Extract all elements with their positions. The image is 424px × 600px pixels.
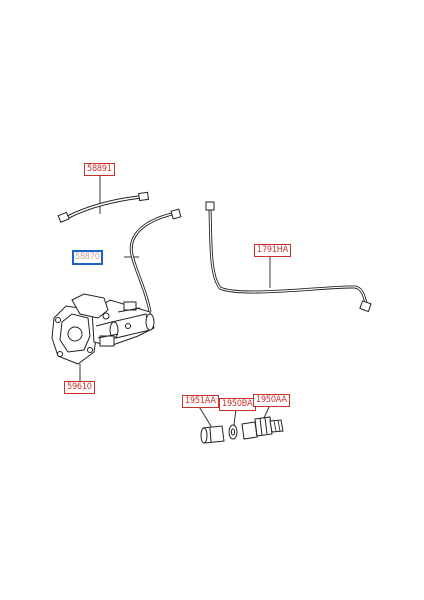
washer-1950BA[interactable] (228, 424, 238, 440)
part-label-58870[interactable]: 58870 (72, 250, 103, 265)
part-label-1951AA[interactable]: 1951AA (182, 395, 219, 408)
clutch-cylinder-59610[interactable] (51, 293, 155, 365)
bolt-1950AA[interactable] (241, 416, 284, 440)
part-label-1791HA[interactable]: 1791HA (254, 244, 292, 257)
part-label-1950BA[interactable]: 1950BA (219, 398, 256, 411)
sleeve-1951AA[interactable] (200, 425, 225, 444)
part-label-1950AA[interactable]: 1950AA (253, 394, 290, 407)
hose-58891[interactable] (57, 191, 150, 223)
tube-1791HA[interactable] (205, 201, 372, 313)
leader-lines (79, 175, 271, 432)
part-label-59610[interactable]: 59610 (64, 381, 95, 394)
pipe-58870[interactable] (129, 208, 182, 313)
part-label-58891[interactable]: 58891 (84, 163, 115, 176)
